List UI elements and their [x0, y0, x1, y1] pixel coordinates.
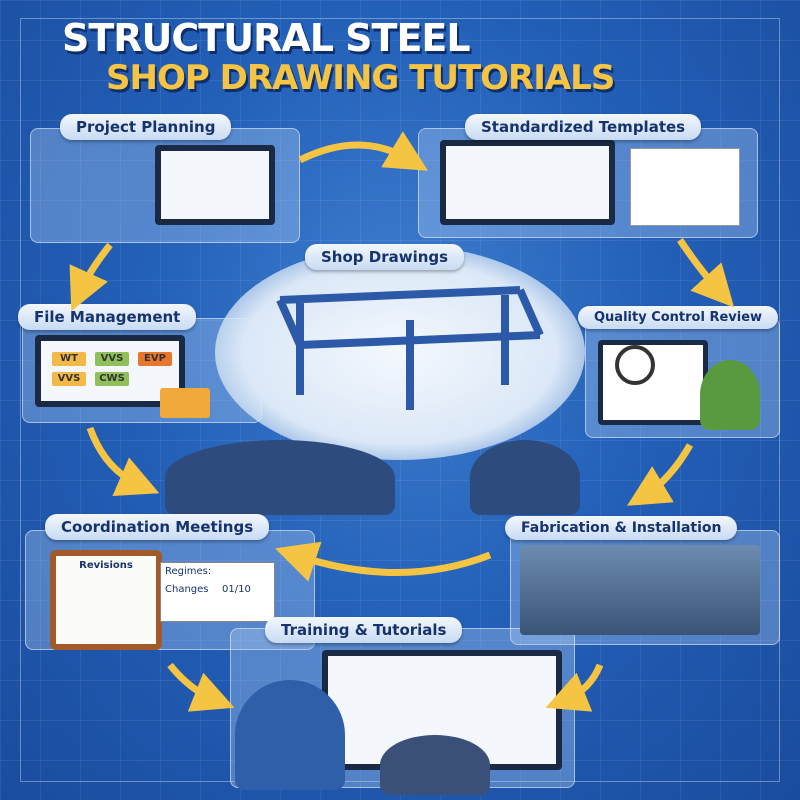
qc-tablet: [598, 340, 708, 425]
trainer: [235, 680, 345, 790]
sheet-date: 01/10: [222, 584, 251, 595]
title-line-1: STRUCTURAL STEEL: [62, 16, 471, 60]
shop-drawings-area: [215, 245, 585, 460]
meeting-people: [165, 440, 395, 515]
step-label-fabrication: Fabrication & Installation: [505, 516, 738, 540]
step-label-quality-control: Quality Control Review: [578, 306, 779, 329]
laptop-illustration: [155, 145, 275, 225]
step-label-shop-drawings: Shop Drawings: [305, 244, 465, 270]
arrow-files-to-coordination: [86, 426, 160, 497]
arrow-planning-to-files: [69, 242, 113, 312]
training-monitor: [322, 650, 562, 770]
file-tag: VVS: [52, 372, 86, 386]
file-tag: VVS: [95, 352, 129, 366]
fabrication-worker: [470, 440, 580, 515]
step-label-standardized-templates: Standardized Templates: [465, 114, 702, 140]
arrow-planning-to-templates: [298, 131, 429, 171]
qc-engineer: [700, 360, 760, 430]
sheet-header: Regimes:: [165, 566, 212, 577]
revisions-sheet: [160, 562, 275, 622]
step-label-coordination-meetings: Coordination Meetings: [45, 514, 270, 540]
sheet-changes: Changes: [165, 584, 209, 595]
revisions-clipboard: Revisions: [50, 550, 162, 650]
revisions-title: Revisions: [79, 560, 133, 571]
template-sheet: [630, 148, 740, 226]
magnifier-icon: [615, 345, 655, 385]
step-label-file-management: File Management: [18, 304, 197, 330]
arrow-templates-to-qc: [677, 238, 735, 308]
arrow-qc-to-fabrication: [626, 443, 694, 506]
step-label-training: Training & Tutorials: [265, 617, 463, 643]
file-tag: WT: [52, 352, 86, 366]
steel-frame-drawing: [276, 286, 544, 410]
fabrication-shop: [520, 545, 760, 635]
file-tag: EVP: [138, 352, 172, 366]
arrow-coordination-to-training: [167, 662, 235, 712]
step-label-project-planning: Project Planning: [60, 114, 232, 140]
file-monitor: [35, 335, 185, 407]
file-tag: CWS: [95, 372, 129, 386]
trainees: [380, 735, 490, 795]
title-line-2: SHOP DRAWING TUTORIALS: [106, 58, 615, 98]
template-monitor: [440, 140, 615, 225]
arrow-fabrication-to-training: [545, 663, 604, 712]
arrow-coordination-fabrication: [275, 541, 492, 582]
folder-icon: [160, 388, 210, 418]
